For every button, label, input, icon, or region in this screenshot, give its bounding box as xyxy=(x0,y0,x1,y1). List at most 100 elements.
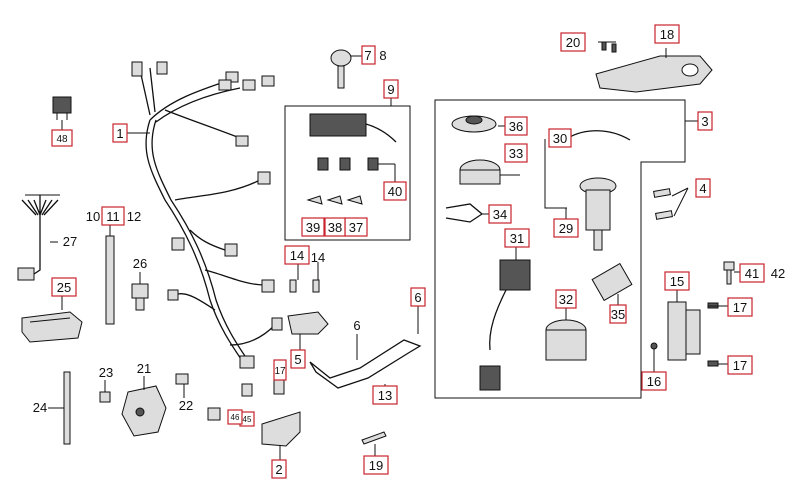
callout-13: 13 xyxy=(372,385,398,405)
callout-17c: 17 xyxy=(273,359,287,381)
callout-13-text: 13 xyxy=(378,388,392,403)
callout-10: 10 xyxy=(86,209,100,224)
callout-17c-text: 17 xyxy=(274,366,286,377)
callout-45-text: 45 xyxy=(243,415,252,424)
callout-48: 48 xyxy=(51,129,73,147)
callout-34-text: 34 xyxy=(493,207,507,222)
callout-19: 19 xyxy=(363,455,389,475)
callout-30: 30 xyxy=(548,128,572,148)
callout-33: 33 xyxy=(504,143,528,163)
callout-20-text: 20 xyxy=(566,35,580,50)
callout-38-text: 38 xyxy=(328,220,342,235)
callout-21-text: 21 xyxy=(137,361,151,376)
callout-48-text: 48 xyxy=(56,134,68,145)
callout-17a-text: 17 xyxy=(733,300,747,315)
bolts-4 xyxy=(653,187,689,220)
callout-46: 46 xyxy=(227,409,243,425)
callout-1-text: 1 xyxy=(116,126,123,141)
callout-18-text: 18 xyxy=(660,27,674,42)
switch-5 xyxy=(287,311,329,350)
callout-37: 37 xyxy=(344,217,368,237)
bulb-22 xyxy=(175,373,189,398)
callout-20: 20 xyxy=(560,32,586,52)
callout-42-text: 42 xyxy=(771,266,785,281)
bracket-13 xyxy=(309,339,422,392)
callout-27-text: 27 xyxy=(63,234,77,249)
callout-16: 16 xyxy=(641,371,667,391)
callout-36-text: 36 xyxy=(509,119,523,134)
callout-25: 25 xyxy=(51,277,77,297)
callout-18: 18 xyxy=(654,24,680,44)
callout-31-text: 31 xyxy=(510,231,524,246)
callout-26-text: 26 xyxy=(133,256,147,271)
bracket-2 xyxy=(261,411,301,460)
callout-35-text: 35 xyxy=(611,307,625,322)
callout-29-text: 29 xyxy=(559,221,573,236)
callout-12-text: 12 xyxy=(127,209,141,224)
callout-35: 35 xyxy=(609,304,627,324)
callout-46-text: 46 xyxy=(231,413,240,422)
callout-36: 36 xyxy=(504,116,528,136)
connector-46 xyxy=(207,407,221,421)
callout-14a: 14 xyxy=(284,245,310,265)
callout-2-text: 2 xyxy=(275,462,282,477)
callout-17b: 17 xyxy=(727,355,753,375)
callout-22-text: 22 xyxy=(179,398,193,413)
callout-5-text: 5 xyxy=(294,352,301,367)
regulator-21 xyxy=(121,376,167,437)
callout-39-text: 39 xyxy=(306,220,320,235)
callout-41: 41 xyxy=(739,263,765,283)
callout-40-text: 40 xyxy=(388,184,402,199)
rod-24 xyxy=(48,371,71,445)
callout-41-text: 41 xyxy=(745,266,759,281)
callout-11: 11 xyxy=(101,206,125,226)
lock-set-3 xyxy=(434,99,698,399)
callout-25-text: 25 xyxy=(57,280,71,295)
callout-14b-text: 14 xyxy=(311,250,325,265)
horn-25 xyxy=(21,311,83,343)
callout-34: 34 xyxy=(488,204,512,224)
callout-38: 38 xyxy=(324,217,346,237)
callout-15-text: 15 xyxy=(670,274,684,289)
callout-24-text: 24 xyxy=(33,400,47,415)
screw-16 xyxy=(650,342,658,372)
pin-19 xyxy=(361,431,387,456)
callout-7-text: 7 xyxy=(364,48,371,63)
bulb-41 xyxy=(723,261,740,285)
callout-10-text: 10 xyxy=(86,209,100,224)
callout-14a-text: 14 xyxy=(290,248,304,263)
callout-6b-text: 6 xyxy=(414,290,421,305)
callout-19-text: 19 xyxy=(369,458,383,473)
lamp-15 xyxy=(667,290,701,361)
callout-3-text: 3 xyxy=(701,114,708,129)
switch-group-9 xyxy=(284,105,411,241)
callout-2: 2 xyxy=(271,459,287,479)
callout-17a: 17 xyxy=(727,297,753,317)
callout-7: 7 xyxy=(361,45,376,65)
connector-45 xyxy=(241,383,253,397)
cap-47 xyxy=(273,379,285,395)
callout-40: 40 xyxy=(383,181,407,201)
callout-32: 32 xyxy=(555,289,577,309)
screws-20 xyxy=(601,41,617,53)
callout-3: 3 xyxy=(697,111,713,131)
bolt-23 xyxy=(99,380,111,403)
callout-23-text: 23 xyxy=(99,365,113,380)
key-7 xyxy=(330,49,362,89)
callout-30-text: 30 xyxy=(553,131,567,146)
wiring-harness xyxy=(131,61,283,369)
screws-14 xyxy=(289,279,320,293)
callout-39: 39 xyxy=(301,217,325,237)
callout-4-text: 4 xyxy=(699,181,706,196)
callout-5: 5 xyxy=(290,349,306,369)
callout-37-text: 37 xyxy=(349,220,363,235)
bolt-6 xyxy=(356,306,419,360)
relay-48 xyxy=(52,96,72,130)
callout-9-text: 9 xyxy=(387,82,394,97)
callout-33-text: 33 xyxy=(509,146,523,161)
callout-8-text: 8 xyxy=(379,48,386,63)
cable-tie xyxy=(105,224,115,325)
callout-15: 15 xyxy=(664,271,690,291)
callout-29: 29 xyxy=(553,218,579,238)
